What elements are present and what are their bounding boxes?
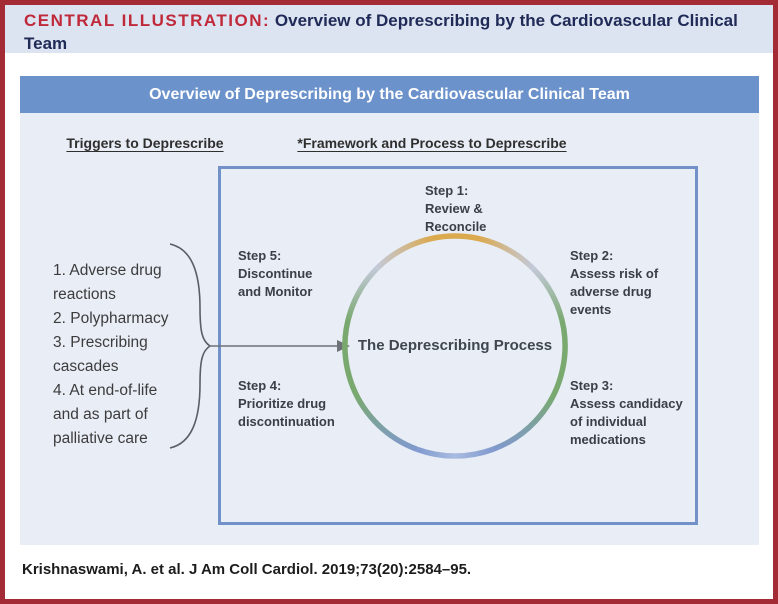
process-center-label: The Deprescribing Process <box>357 337 553 354</box>
process-circle-graphic <box>169 233 568 459</box>
framework-section-label: *Framework and Process to Deprescribe <box>297 135 567 151</box>
header-title-text: Overview of Deprescribing by the Cardiov… <box>24 11 738 53</box>
figure-title: CENTRAL ILLUSTRATION: Overview of Depres… <box>24 9 753 55</box>
figure-header: CENTRAL ILLUSTRATION: Overview of Depres… <box>5 5 773 53</box>
step-5-label: Step 5: Discontinue and Monitor <box>238 248 313 299</box>
ring-right-arc <box>491 266 568 452</box>
ring-left-arc <box>342 266 419 452</box>
ring-top-arc <box>375 233 535 271</box>
panel-banner-title: Overview of Deprescribing by the Cardiov… <box>20 76 759 113</box>
step-1-label: Step 1: Review & Reconcile <box>425 183 487 234</box>
step-3-label: Step 3: Assess candidacy of individual m… <box>570 378 683 447</box>
triggers-section-label: Triggers to Deprescribe <box>66 135 224 151</box>
header-label: CENTRAL ILLUSTRATION: <box>24 11 271 30</box>
figure-panel: Overview of Deprescribing by the Cardiov… <box>20 76 759 545</box>
triggers-list: 1. Adverse drug reactions 2. Polypharmac… <box>53 262 169 447</box>
step-4-label: Step 4: Prioritize drug discontinuation <box>238 378 335 429</box>
citation-text: Krishnaswami, A. et al. J Am Coll Cardio… <box>22 561 472 578</box>
ring-bottom-arc <box>416 446 494 459</box>
diagram-area: Triggers to Deprescribe *Framework and P… <box>20 113 759 545</box>
step-2-label: Step 2: Assess risk of adverse drug even… <box>570 248 659 317</box>
brace-glyph <box>169 243 212 449</box>
